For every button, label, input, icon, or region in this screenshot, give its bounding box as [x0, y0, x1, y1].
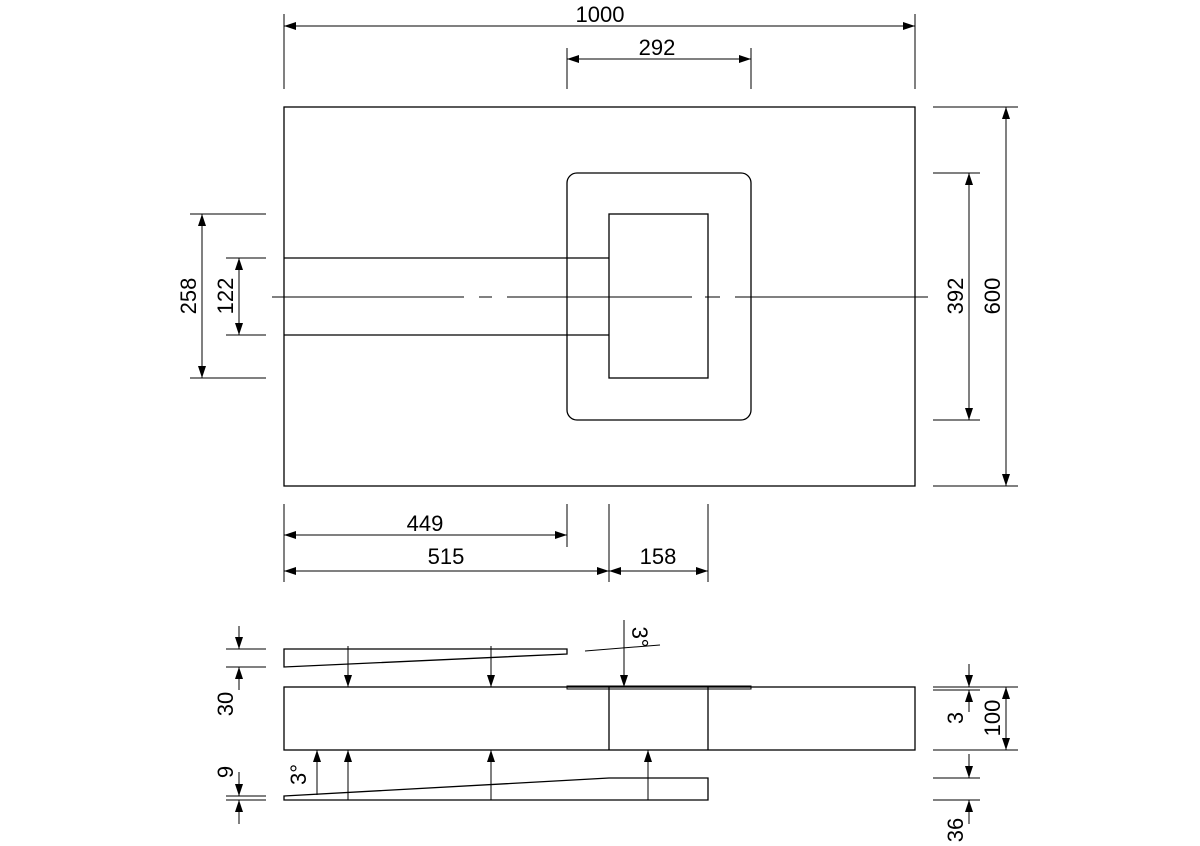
dim-label-100: 100 [980, 700, 1005, 737]
recess-strip [566, 685, 752, 690]
upper-wedge [283, 648, 568, 668]
dim-label-292: 292 [639, 35, 676, 60]
dim-label-392: 392 [943, 278, 968, 315]
top-dimensions: 1000 292 [283, 2, 916, 89]
dim-label-1000: 1000 [576, 2, 625, 27]
dim-label-258: 258 [176, 278, 201, 315]
section-view: 3° 3° [283, 620, 916, 801]
left-dimensions: 258 122 [176, 213, 266, 379]
dim-label-600: 600 [980, 278, 1005, 315]
angle-label-bottom: 3° [286, 764, 311, 785]
section-left-dimensions: 30 9 [213, 626, 266, 824]
cutout-inner [608, 213, 709, 379]
plan-view [272, 106, 928, 487]
bottom-dimensions: 449 515 158 [283, 504, 709, 582]
section-right-dimensions: 3 100 36 [933, 664, 1018, 842]
main-body [283, 686, 916, 751]
dim-label-515: 515 [428, 544, 465, 569]
dim-label-3: 3 [943, 712, 968, 724]
angle-label-top: 3° [627, 626, 653, 648]
dim-label-9: 9 [213, 766, 238, 778]
dim-label-30: 30 [213, 692, 238, 716]
dim-label-36: 36 [943, 818, 968, 842]
dim-label-449: 449 [407, 511, 444, 536]
dim-label-158: 158 [640, 544, 677, 569]
dim-label-122: 122 [213, 278, 238, 315]
right-dimensions: 392 600 [933, 106, 1018, 487]
lower-wedge [283, 777, 709, 801]
